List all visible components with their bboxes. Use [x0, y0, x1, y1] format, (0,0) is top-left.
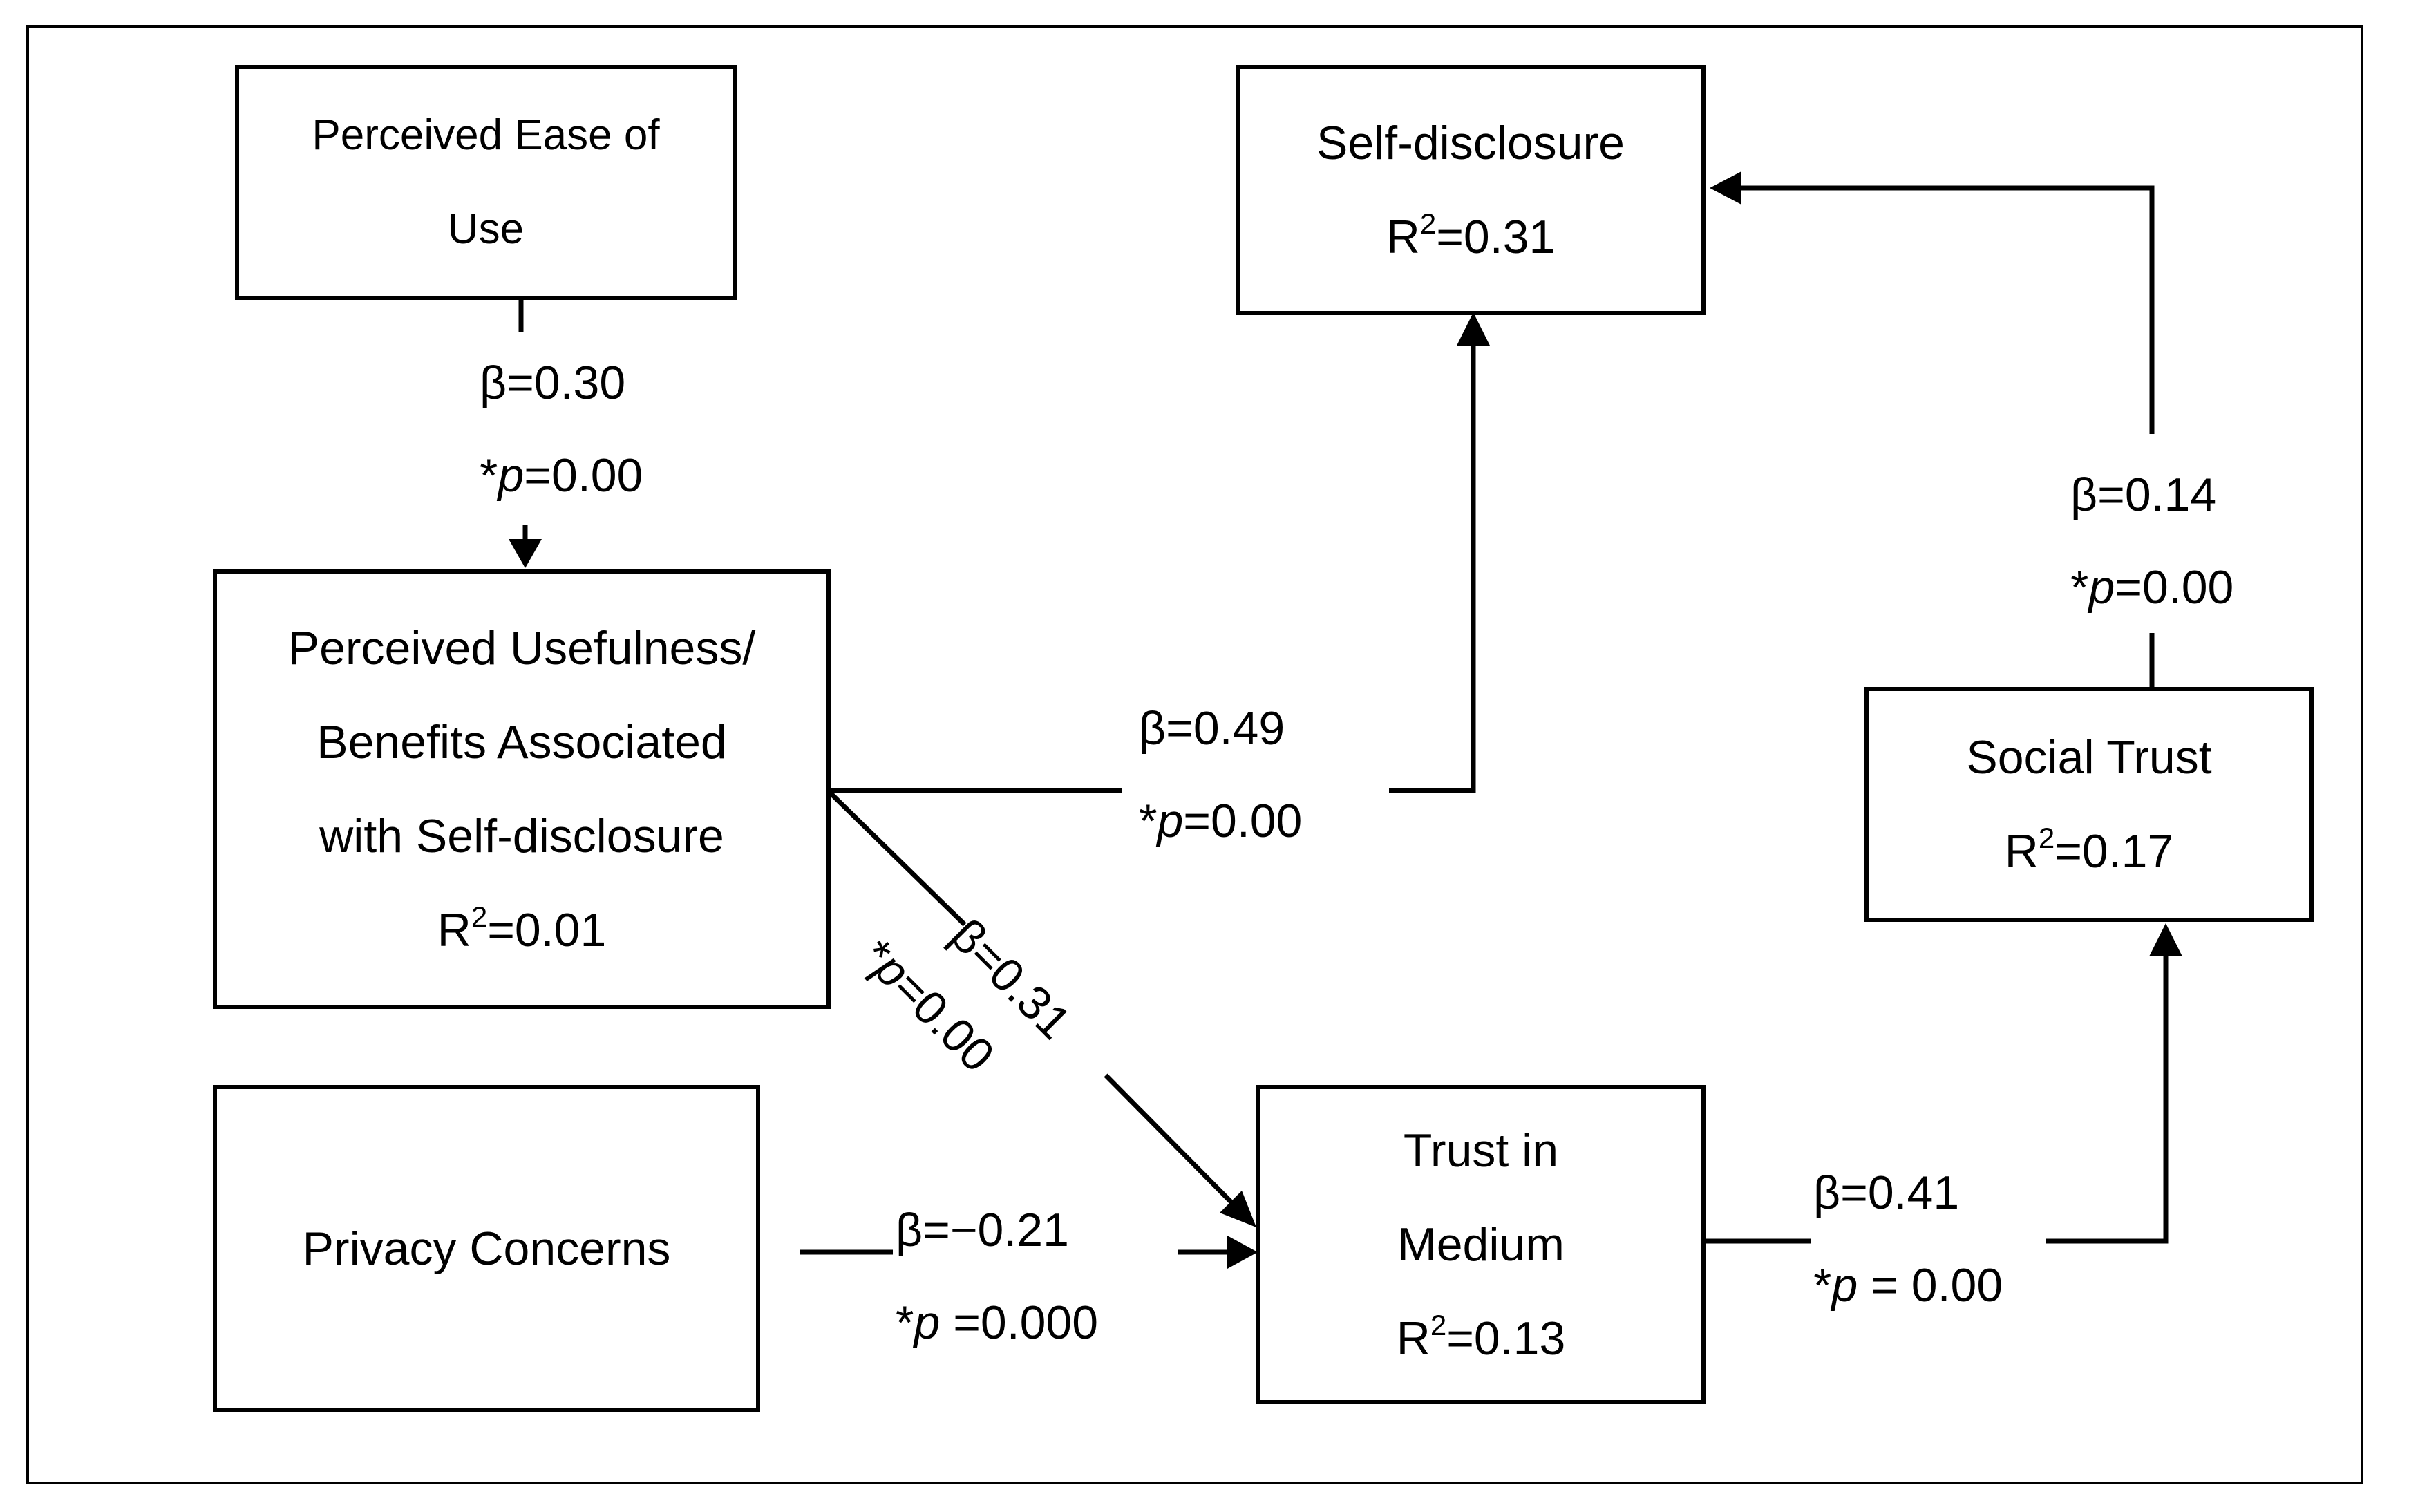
node-tm-line1: Trust in — [1403, 1124, 1559, 1177]
node-tm-r2: R2=0.13 — [1396, 1309, 1566, 1365]
arrowhead-st-sd — [1710, 171, 1741, 205]
node-st-title: Social Trust — [1966, 731, 2212, 784]
edge-st-sd-upper — [1741, 185, 2155, 434]
arrowhead-pu-sd — [1457, 312, 1490, 346]
node-pc-title: Privacy Concerns — [302, 1222, 671, 1275]
arrowhead-pu-tm — [1220, 1191, 1256, 1227]
node-sd-title: Self-disclosure — [1316, 117, 1625, 169]
node-peou-line1: Perceived Ease of — [312, 111, 660, 159]
figure-frame — [26, 25, 2363, 1484]
edge-pc-tm-p: *p =0.000 — [896, 1296, 1099, 1349]
edge-st-sd-beta: β=0.14 — [2070, 469, 2217, 521]
edge-tm-st-beta: β=0.41 — [1813, 1166, 1960, 1219]
node-perceived-ease-of-use: Perceived Ease of Use — [235, 65, 737, 300]
edge-pu-tm-lower — [1104, 1073, 1239, 1210]
edge-pu-sd-p: *p=0.00 — [1139, 795, 1303, 847]
edge-pu-tm-upper — [826, 788, 967, 927]
edge-st-sd-p: *p=0.00 — [2070, 561, 2234, 614]
node-pu-r2: R2=0.01 — [437, 900, 607, 957]
node-privacy-concerns: Privacy Concerns — [213, 1085, 760, 1412]
node-tm-line2: Medium — [1397, 1218, 1565, 1271]
node-pu-line3: with Self-disclosure — [319, 810, 724, 862]
arrowhead-tm-st — [2149, 923, 2182, 956]
node-sd-r2: R2=0.31 — [1386, 207, 1556, 264]
node-peou-line2: Use — [447, 205, 525, 253]
edge-tm-st-right — [2046, 956, 2169, 1244]
node-social-trust: Social Trust R2=0.17 — [1864, 687, 2314, 922]
node-trust-in-medium: Trust in Medium R2=0.13 — [1256, 1085, 1706, 1404]
arrowhead-pc-tm — [1227, 1236, 1258, 1269]
arrowhead-peou-pu — [509, 539, 542, 568]
node-pu-line1: Perceived Usefulness/ — [287, 622, 756, 674]
node-perceived-usefulness: Perceived Usefulness/ Benefits Associate… — [213, 569, 831, 1009]
edge-pu-sd-beta: β=0.49 — [1139, 702, 1285, 755]
edge-pu-sd-right — [1389, 346, 1476, 793]
edge-tm-st-p: *p = 0.00 — [1813, 1259, 2003, 1312]
edge-peou-pu-beta: β=0.30 — [480, 357, 626, 409]
edge-peou-pu-p: *p=0.00 — [480, 449, 643, 502]
edge-pc-tm-beta: β=−0.21 — [896, 1204, 1069, 1256]
node-pu-line2: Benefits Associated — [317, 716, 727, 768]
node-self-disclosure: Self-disclosure R2=0.31 — [1236, 65, 1706, 315]
node-st-r2: R2=0.17 — [2004, 822, 2174, 878]
